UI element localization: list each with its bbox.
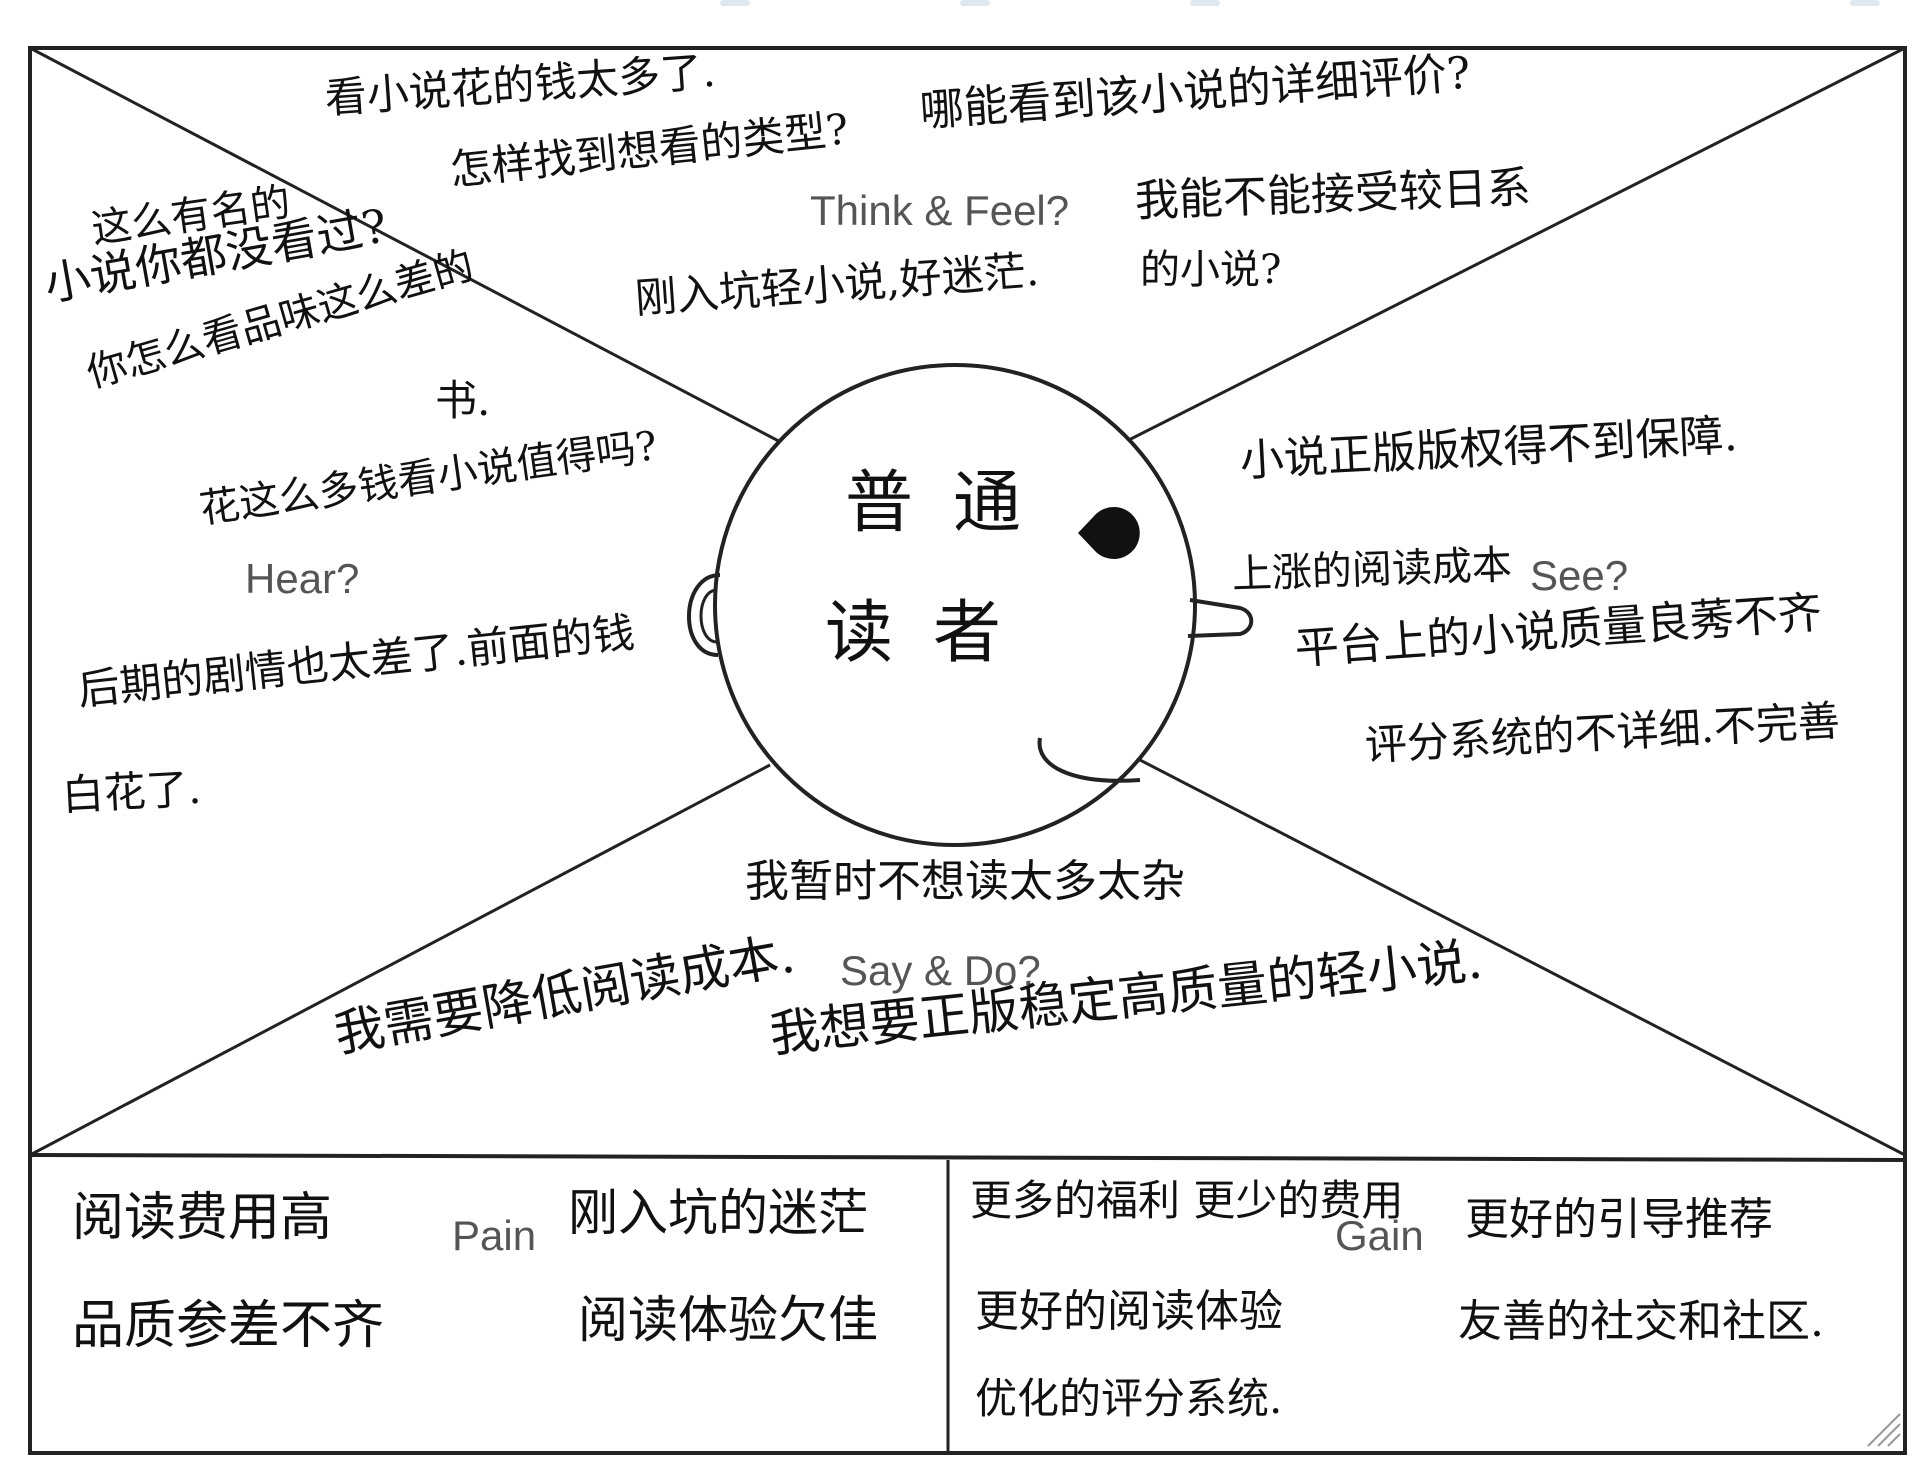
pain-gain-divider-horizontal (29, 1153, 1906, 1162)
see-label: See? (1530, 552, 1629, 599)
board-border (28, 46, 1907, 1455)
gain-label: Gain (1335, 1212, 1424, 1259)
hear-label: Hear? (245, 555, 360, 602)
hear-note: 书. (435, 376, 491, 425)
say-do-note: 我暂时不想读太多太杂 (745, 856, 1185, 907)
gain-note: 友善的社交和社区. (1458, 1296, 1824, 1347)
top-toolbar-fragment (720, 0, 750, 6)
resize-grip-icon (1867, 1413, 1901, 1447)
persona-eye (1078, 507, 1140, 559)
pain-note: 阅读体验欠佳 (578, 1291, 878, 1349)
hear-note: 白花了. (60, 763, 203, 820)
top-toolbar-fragment (1850, 0, 1880, 6)
pain-note: 品质参差不齐 (72, 1296, 385, 1356)
think-feel-label: Think & Feel? (810, 187, 1070, 234)
diagonal-bottom-right (1139, 758, 1906, 1157)
persona-head (713, 363, 1197, 847)
top-toolbar-fragment (1190, 0, 1220, 6)
diagonal-top-left (29, 46, 791, 449)
top-toolbar-fragment (960, 0, 990, 6)
diagonal-bottom-left (29, 763, 771, 1157)
think-feel-note: 的小说? (1140, 247, 1282, 293)
persona-name-line2: 读者 (825, 594, 1042, 673)
persona-left-ear (687, 573, 721, 657)
persona-left-ear-inner (699, 588, 717, 644)
say-do-label: Say & Do? (840, 947, 1041, 994)
gain-note: 优化的评分系统. (975, 1374, 1283, 1423)
persona-nose (1187, 598, 1254, 638)
persona-name-line1: 普通 (845, 464, 1062, 543)
pain-note: 阅读费用高 (72, 1188, 333, 1248)
gain-note: 更好的阅读体验 (975, 1286, 1283, 1337)
diagonal-top-right (1114, 46, 1906, 449)
see-note: 上涨的阅读成本 (1231, 542, 1513, 598)
persona-mouth (1037, 737, 1141, 783)
gain-note: 更多的福利 更少的费用 (970, 1176, 1404, 1225)
gain-note: 更好的引导推荐 (1465, 1194, 1773, 1245)
pain-label: Pain (452, 1212, 537, 1259)
pain-note: 刚入坑的迷茫 (568, 1184, 868, 1242)
